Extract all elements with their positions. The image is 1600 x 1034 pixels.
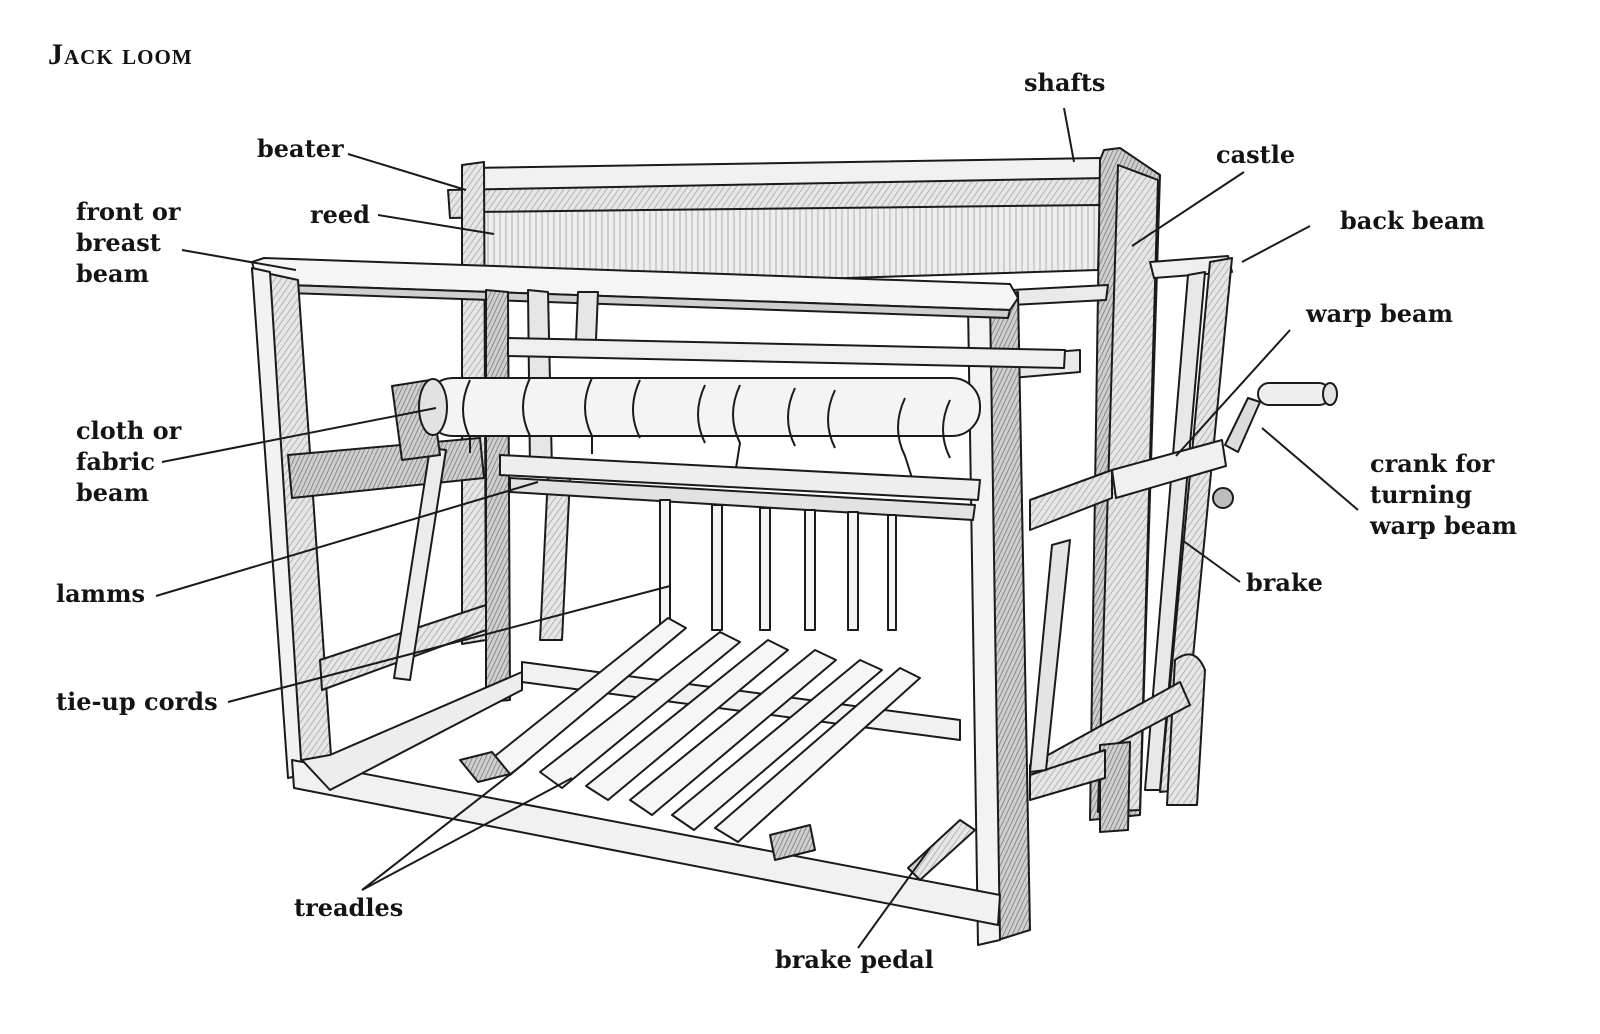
leader-beater <box>347 153 467 191</box>
label-crank-line2: turning <box>1370 480 1472 509</box>
back-upright-2 <box>1144 271 1206 791</box>
floor-rail-front <box>291 759 1001 926</box>
leader-lines <box>155 107 1359 949</box>
leader-lamms <box>155 481 539 597</box>
warp-beam <box>1111 439 1227 499</box>
leader-front-beam <box>181 249 297 271</box>
leader-treadles-2 <box>361 777 573 891</box>
label-cloth-beam-line2: fabric <box>76 447 156 476</box>
label-crank-line1: crank for <box>1370 449 1495 478</box>
left-frame <box>251 267 599 779</box>
label-warp-beam: warp beam <box>1306 299 1453 328</box>
label-front-beam-line3: beam <box>76 259 149 288</box>
back-beam-structure <box>1029 255 1338 833</box>
leader-back-beam <box>1241 225 1311 263</box>
label-lamms: lamms <box>56 579 145 608</box>
label-cloth-beam-line1: cloth or <box>76 416 182 445</box>
label-front-beam-line2: breast <box>76 228 161 257</box>
label-cloth-beam: cloth or fabric beam <box>76 415 181 508</box>
label-reed: reed <box>310 200 370 229</box>
leader-cloth-beam <box>161 407 437 463</box>
crank-hub <box>1212 487 1234 509</box>
leader-warp-beam <box>1175 329 1291 457</box>
lamms-bar <box>499 454 981 501</box>
label-castle: castle <box>1216 140 1296 169</box>
left-back-strut-2 <box>575 291 599 341</box>
castle-crossbar <box>1011 284 1109 306</box>
label-crank-line3: warp beam <box>1370 511 1517 540</box>
diagram-title: Jack loom <box>48 38 193 71</box>
left-inner-leg <box>393 447 447 681</box>
right-lower-rail <box>1029 749 1106 801</box>
label-cloth-beam-line3: beam <box>76 478 149 507</box>
left-side-rail <box>287 437 485 499</box>
label-brake: brake <box>1246 568 1323 597</box>
brake-pedal <box>907 819 976 881</box>
leader-tie-up <box>227 585 671 703</box>
floor-rail-left <box>301 671 523 791</box>
leader-treadles-1 <box>361 761 527 891</box>
cloth-beam-group <box>391 377 981 521</box>
leader-reed <box>377 214 495 235</box>
cloth-beam <box>424 377 981 437</box>
label-front-beam: front or breast beam <box>76 196 181 289</box>
label-crank: crank for turning warp beam <box>1370 448 1517 541</box>
treadles <box>459 617 976 881</box>
cloth-beam-cords <box>462 377 951 482</box>
treadle-floor-block <box>769 824 816 861</box>
label-brake-pedal: brake pedal <box>775 945 934 974</box>
leader-brake <box>1181 539 1241 583</box>
label-shafts: shafts <box>1024 68 1106 97</box>
brake-leg <box>1099 741 1131 833</box>
right-side-rail <box>1029 469 1113 531</box>
leader-crank <box>1261 427 1359 511</box>
right-diagonal <box>1029 539 1071 773</box>
right-frame <box>967 291 1113 946</box>
loom-drawing <box>251 147 1338 946</box>
label-beater: beater <box>257 134 344 163</box>
crank-arm <box>1224 397 1261 453</box>
label-back-beam: back beam <box>1340 206 1485 235</box>
leader-brake-pedal <box>857 847 931 949</box>
crank-handle <box>1257 382 1331 406</box>
label-front-beam-line1: front or <box>76 197 181 226</box>
lamms-bar-2 <box>509 477 976 521</box>
leader-shafts <box>1063 107 1075 163</box>
heddle-bar <box>507 337 1066 369</box>
label-treadles: treadles <box>294 893 404 922</box>
tie-up-cords <box>659 499 897 631</box>
label-tie-up-cords: tie-up cords <box>56 687 218 716</box>
leader-castle <box>1131 171 1245 247</box>
